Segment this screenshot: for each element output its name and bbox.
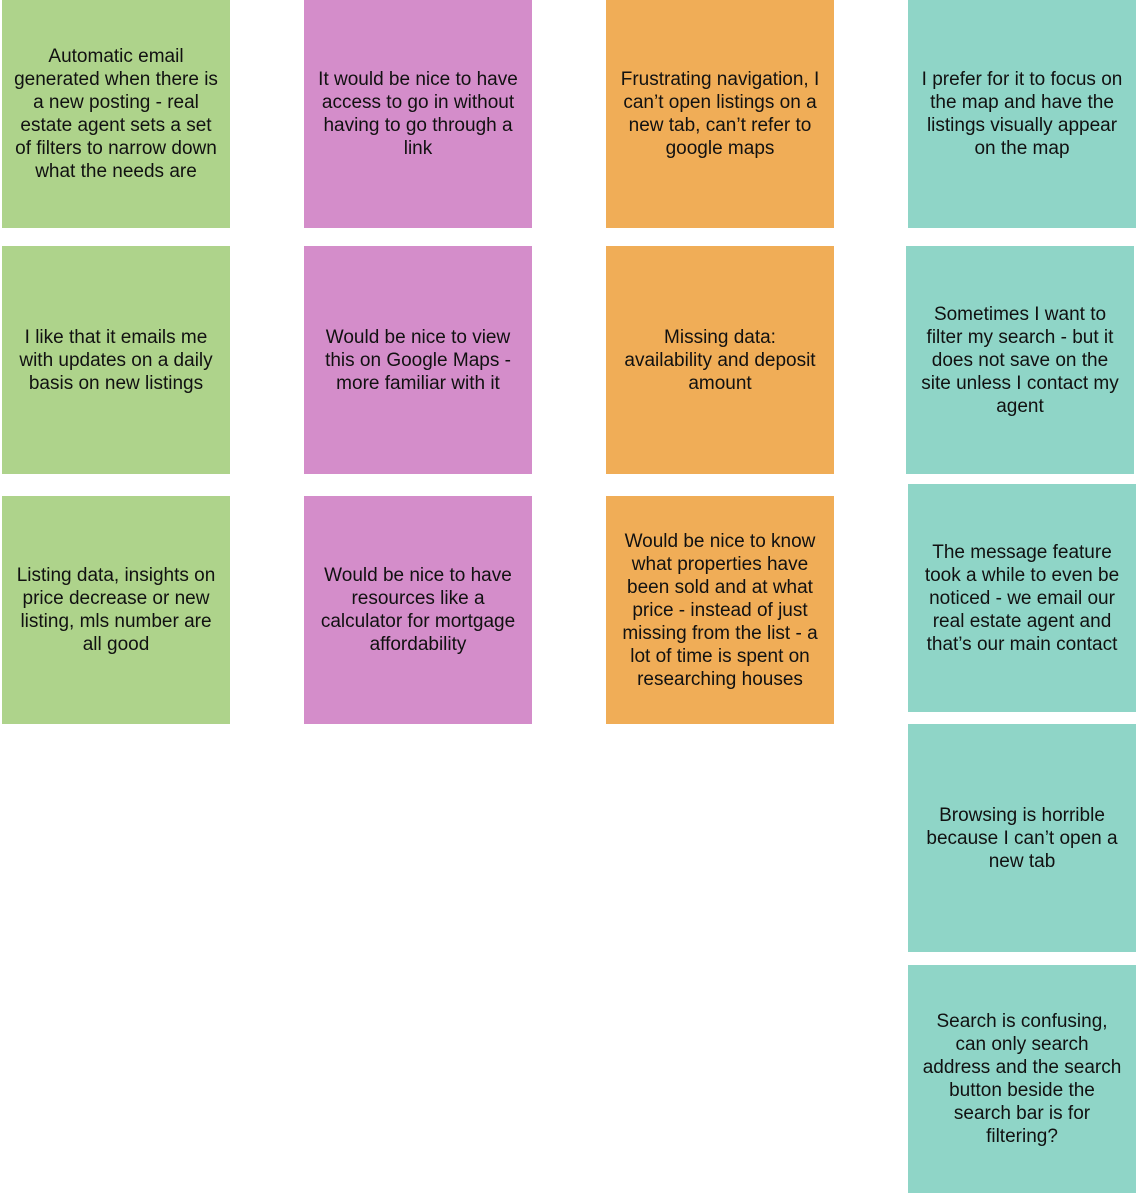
sticky-note-teal-5[interactable]: Search is confusing, can only search add… bbox=[908, 965, 1136, 1193]
sticky-note-teal-2[interactable]: Sometimes I want to filter my search - b… bbox=[906, 246, 1134, 474]
sticky-note-purple-1[interactable]: It would be nice to have access to go in… bbox=[304, 0, 532, 228]
sticky-note-text: I like that it emails me with updates on… bbox=[19, 326, 213, 394]
sticky-note-purple-2[interactable]: Would be nice to view this on Google Map… bbox=[304, 246, 532, 474]
sticky-note-orange-3[interactable]: Would be nice to know what properties ha… bbox=[606, 496, 834, 724]
sticky-note-text: Missing data: availability and deposit a… bbox=[624, 326, 816, 394]
sticky-note-text: Browsing is horrible because I can’t ope… bbox=[926, 804, 1118, 872]
sticky-note-orange-2[interactable]: Missing data: availability and deposit a… bbox=[606, 246, 834, 474]
sticky-note-purple-3[interactable]: Would be nice to have resources like a c… bbox=[304, 496, 532, 724]
sticky-note-teal-1[interactable]: I prefer for it to focus on the map and … bbox=[908, 0, 1136, 228]
sticky-note-text: I prefer for it to focus on the map and … bbox=[921, 69, 1123, 159]
sticky-note-text: The message feature took a while to even… bbox=[924, 541, 1120, 655]
sticky-note-text: Listing data, insights on price decrease… bbox=[16, 565, 216, 655]
sticky-note-green-2[interactable]: I like that it emails me with updates on… bbox=[2, 246, 230, 474]
sticky-note-text: Would be nice to view this on Google Map… bbox=[325, 326, 511, 394]
sticky-note-text: It would be nice to have access to go in… bbox=[318, 69, 518, 159]
sticky-note-text: Sometimes I want to filter my search - b… bbox=[921, 303, 1119, 417]
sticky-note-teal-4[interactable]: Browsing is horrible because I can’t ope… bbox=[908, 724, 1136, 952]
sticky-note-orange-1[interactable]: Frustrating navigation, I can’t open lis… bbox=[606, 0, 834, 228]
sticky-note-teal-3[interactable]: The message feature took a while to even… bbox=[908, 484, 1136, 712]
sticky-note-text: Automatic email generated when there is … bbox=[14, 46, 218, 182]
sticky-note-green-1[interactable]: Automatic email generated when there is … bbox=[2, 0, 230, 228]
sticky-note-text: Would be nice to have resources like a c… bbox=[320, 565, 516, 655]
sticky-note-text: Frustrating navigation, I can’t open lis… bbox=[620, 69, 820, 159]
sticky-note-text: Search is confusing, can only search add… bbox=[922, 1011, 1122, 1147]
sticky-note-text: Would be nice to know what properties ha… bbox=[622, 530, 818, 690]
sticky-note-green-3[interactable]: Listing data, insights on price decrease… bbox=[2, 496, 230, 724]
